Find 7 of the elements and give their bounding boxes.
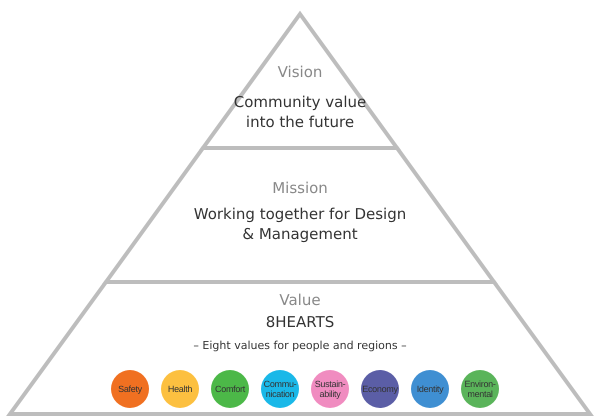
tier-heading: Mission: [272, 179, 328, 197]
tier-subtitle: – Eight values for people and regions –: [193, 339, 407, 352]
tier-heading: Value: [279, 291, 321, 309]
tier-text: Community value into the future: [234, 93, 366, 131]
tier-heading: Vision: [278, 63, 322, 81]
tier-text: 8HEARTS: [266, 313, 334, 331]
tier-text: Working together for Design & Management: [194, 205, 406, 243]
